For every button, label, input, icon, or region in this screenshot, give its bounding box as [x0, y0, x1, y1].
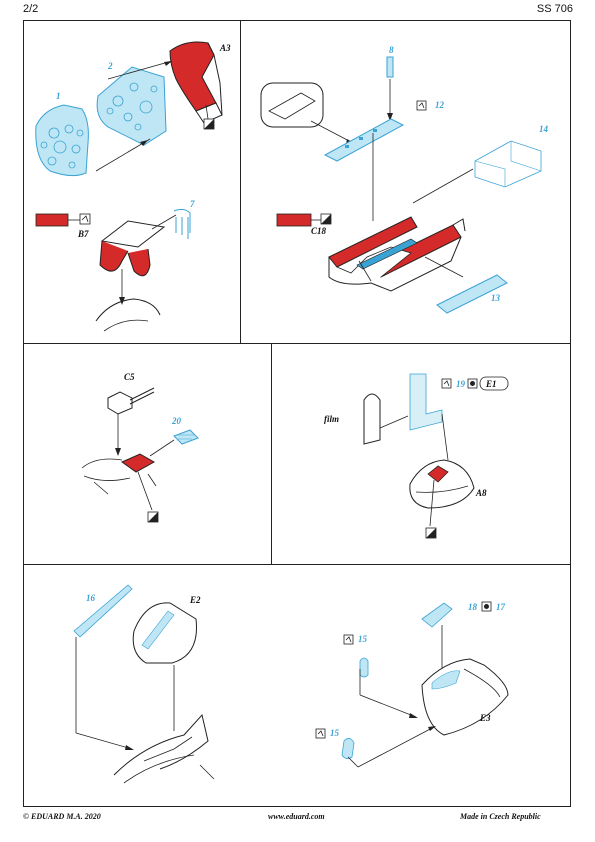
ref-label-e1: E1: [486, 379, 497, 389]
footer-made-in: Made in Czech Republic: [460, 812, 541, 821]
divider-h1: [23, 343, 571, 344]
film-label: film: [324, 414, 339, 424]
red-legend-c18: [276, 213, 312, 227]
panel-4-drawing: [363, 373, 509, 539]
part-label-19: 19: [456, 379, 465, 389]
part-16-photoetch: [73, 584, 133, 638]
part-c5: [107, 391, 133, 415]
part-label-17: 17: [496, 602, 505, 612]
panel-step-4: film 19 E1 A8: [272, 344, 571, 564]
ref-label-a8: A8: [476, 488, 487, 498]
part-film: [363, 393, 381, 445]
part-red-console: [120, 453, 156, 473]
footer-copyright: © EDUARD M.A. 2020: [23, 812, 101, 821]
part-a3-red: [169, 41, 217, 112]
panel-3-drawing: [81, 387, 199, 523]
divider-v1: [240, 20, 241, 344]
part-14-photoetch: [474, 140, 542, 188]
red-legend-b7: [35, 213, 69, 227]
ref-label-c5: C5: [124, 372, 135, 382]
ref-label-a3: A3: [220, 43, 231, 53]
part-label-14: 14: [539, 124, 548, 134]
glue-icon: [343, 634, 354, 645]
panel-step-2: 8 12 14 C18 13: [241, 21, 571, 343]
panel-step-3: C5 20: [24, 344, 271, 564]
part-18-photoetch: [421, 602, 453, 628]
part-label-20: 20: [172, 416, 181, 426]
part-2-photoetch: [96, 66, 167, 146]
part-8-photoetch: [386, 56, 394, 78]
panel-1-drawing: [35, 41, 223, 332]
part-label-15-upper: 15: [358, 634, 367, 644]
part-1-photoetch: [35, 104, 89, 177]
divider-h2: [23, 564, 571, 565]
part-label-8: 8: [389, 45, 394, 55]
part-label-2: 2: [108, 61, 113, 71]
part-12-photoetch: [323, 118, 405, 162]
part-15-photoetch-a: [359, 657, 369, 678]
part-label-1: 1: [56, 91, 61, 101]
panel-step-5: 16 E2 18 17 15 E3 15: [24, 565, 571, 806]
part-7-photoetch: [173, 208, 191, 239]
ref-label-e2: E2: [190, 595, 201, 605]
part-label-13: 13: [491, 293, 500, 303]
ref-label-b7: B7: [78, 229, 89, 239]
part-seat: [100, 220, 166, 248]
instruction-frame: [23, 20, 571, 807]
part-label-18: 18: [468, 602, 477, 612]
ref-label-c18: C18: [311, 226, 327, 236]
panel-step-1: 1 2 A3 B7 7: [24, 21, 240, 343]
part-label-15-lower: 15: [330, 728, 339, 738]
part-hull: [409, 459, 475, 509]
glue-icon: [315, 728, 326, 739]
glue-icon: [416, 100, 427, 111]
part-e2: [132, 602, 197, 664]
part-15-photoetch-b: [341, 738, 355, 759]
set-code: SS 706: [536, 3, 573, 15]
part-13-photoetch: [436, 274, 508, 314]
part-label-7: 7: [190, 199, 195, 209]
footer-website[interactable]: www.eduard.com: [268, 812, 325, 821]
part-19-photoetch: [409, 373, 443, 431]
part-label-16: 16: [86, 593, 95, 603]
page-number: 2/2: [23, 3, 39, 15]
glue-icon: [79, 213, 91, 225]
panel-2-drawing: [260, 56, 542, 314]
ref-label-e3: E3: [480, 713, 491, 723]
cockpit-tub: [328, 216, 418, 268]
divider-v2: [271, 343, 272, 565]
part-label-12: 12: [435, 100, 444, 110]
glue-icon: [441, 378, 452, 389]
part-e3: [421, 658, 509, 736]
ref-box-e1: [479, 376, 509, 391]
part-20-photoetch: [173, 429, 199, 445]
panel-5-drawing: [73, 584, 509, 784]
